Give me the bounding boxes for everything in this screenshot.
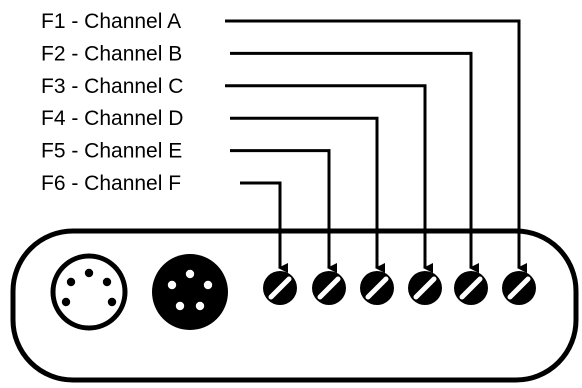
leader-line-4 <box>230 116 385 273</box>
channel-label-6: F6 - Channel F <box>41 172 181 195</box>
trim-potentiometer-icon-2[interactable] <box>454 271 488 305</box>
channel-label-1: F1 - Channel A <box>41 10 181 33</box>
5-pin-din-connector-icon <box>50 253 128 331</box>
channel-label-3: F3 - Channel C <box>41 75 183 98</box>
trim-potentiometer-icon-3[interactable] <box>408 271 442 305</box>
channel-label-5: F5 - Channel E <box>41 140 182 163</box>
trim-potentiometer-icon-4[interactable] <box>360 271 394 305</box>
leader-line-2 <box>230 51 479 273</box>
channel-label-4: F4 - Channel D <box>41 107 183 130</box>
trim-potentiometer-icon-6[interactable] <box>263 271 297 305</box>
leader-line-3 <box>225 84 433 273</box>
trim-potentiometer-icon-5[interactable] <box>312 271 346 305</box>
trim-potentiometer-icon-1[interactable] <box>502 271 536 305</box>
4-pin-din-connector-icon <box>152 254 228 330</box>
leader-line-5 <box>230 149 337 273</box>
channel-label-2: F2 - Channel B <box>41 42 182 65</box>
device-body <box>10 228 579 383</box>
leader-line-1 <box>225 19 527 273</box>
leader-line-6 <box>240 181 288 273</box>
